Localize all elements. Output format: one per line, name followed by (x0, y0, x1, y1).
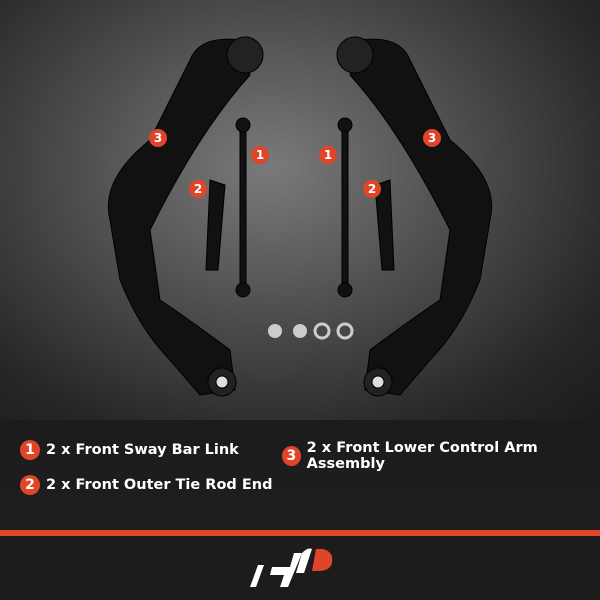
right-tie-rod-end (374, 179, 395, 271)
legend-item-control-arm: 3 2 x Front Lower Control Arm Assembly (282, 440, 600, 472)
brand-logo (250, 548, 333, 587)
legend-label: 2 x Front Sway Bar Link (46, 442, 239, 458)
legend-label: 2 x Front Outer Tie Rod End (46, 477, 273, 493)
left-sway-link (239, 124, 247, 291)
accent-divider (0, 530, 600, 536)
parts-illustration (107, 36, 493, 397)
right-control-arm (349, 38, 493, 396)
left-control-arm (107, 38, 251, 396)
legend-item-tie-rod-end: 2 2 x Front Outer Tie Rod End (20, 475, 272, 495)
parts-legend: 1 2 x Front Sway Bar Link 2 2 x Front Ou… (0, 420, 600, 530)
callout-1-left: 1 (251, 146, 269, 164)
legend-label: 2 x Front Lower Control Arm Assembly (306, 440, 538, 472)
callout-2-left: 2 (189, 180, 207, 198)
callout-2-right: 2 (363, 180, 381, 198)
hardware-washers (268, 322, 354, 340)
left-tie-rod-end (205, 179, 226, 271)
legend-item-sway-bar-link: 1 2 x Front Sway Bar Link (20, 440, 239, 460)
callout-3-right: 3 (423, 129, 441, 147)
legend-badge: 1 (20, 440, 40, 460)
right-sway-link (341, 124, 349, 291)
product-photo: 3 2 1 1 2 3 (0, 0, 600, 420)
callout-3-left: 3 (149, 129, 167, 147)
legend-badge: 2 (20, 475, 40, 495)
callout-1-right: 1 (319, 146, 337, 164)
legend-badge: 3 (282, 446, 301, 466)
